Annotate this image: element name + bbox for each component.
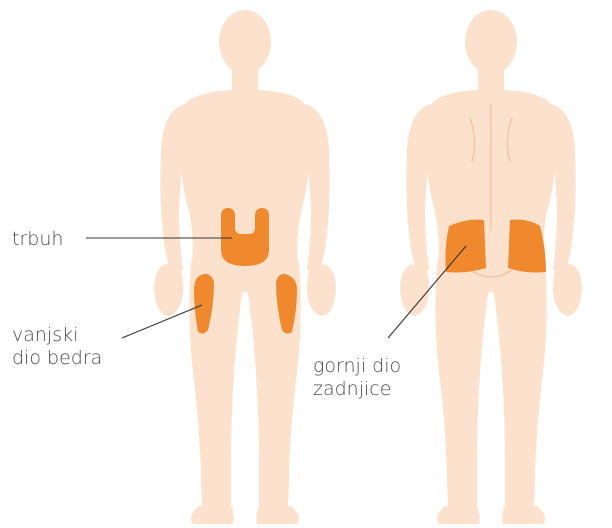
upper-buttock-label-line2: zadnjice [313,378,391,400]
back-body-figure [400,10,582,524]
abdomen-label: trbuh [12,228,63,250]
outer-thigh-label-line1: vanjski [12,324,78,346]
front-body-figure [154,10,336,524]
right-upper-buttock-injection-site [508,220,546,273]
upper-buttock-label-line1: gornji dio [313,355,401,377]
outer-thigh-label-line2: dio bedra [12,347,102,369]
